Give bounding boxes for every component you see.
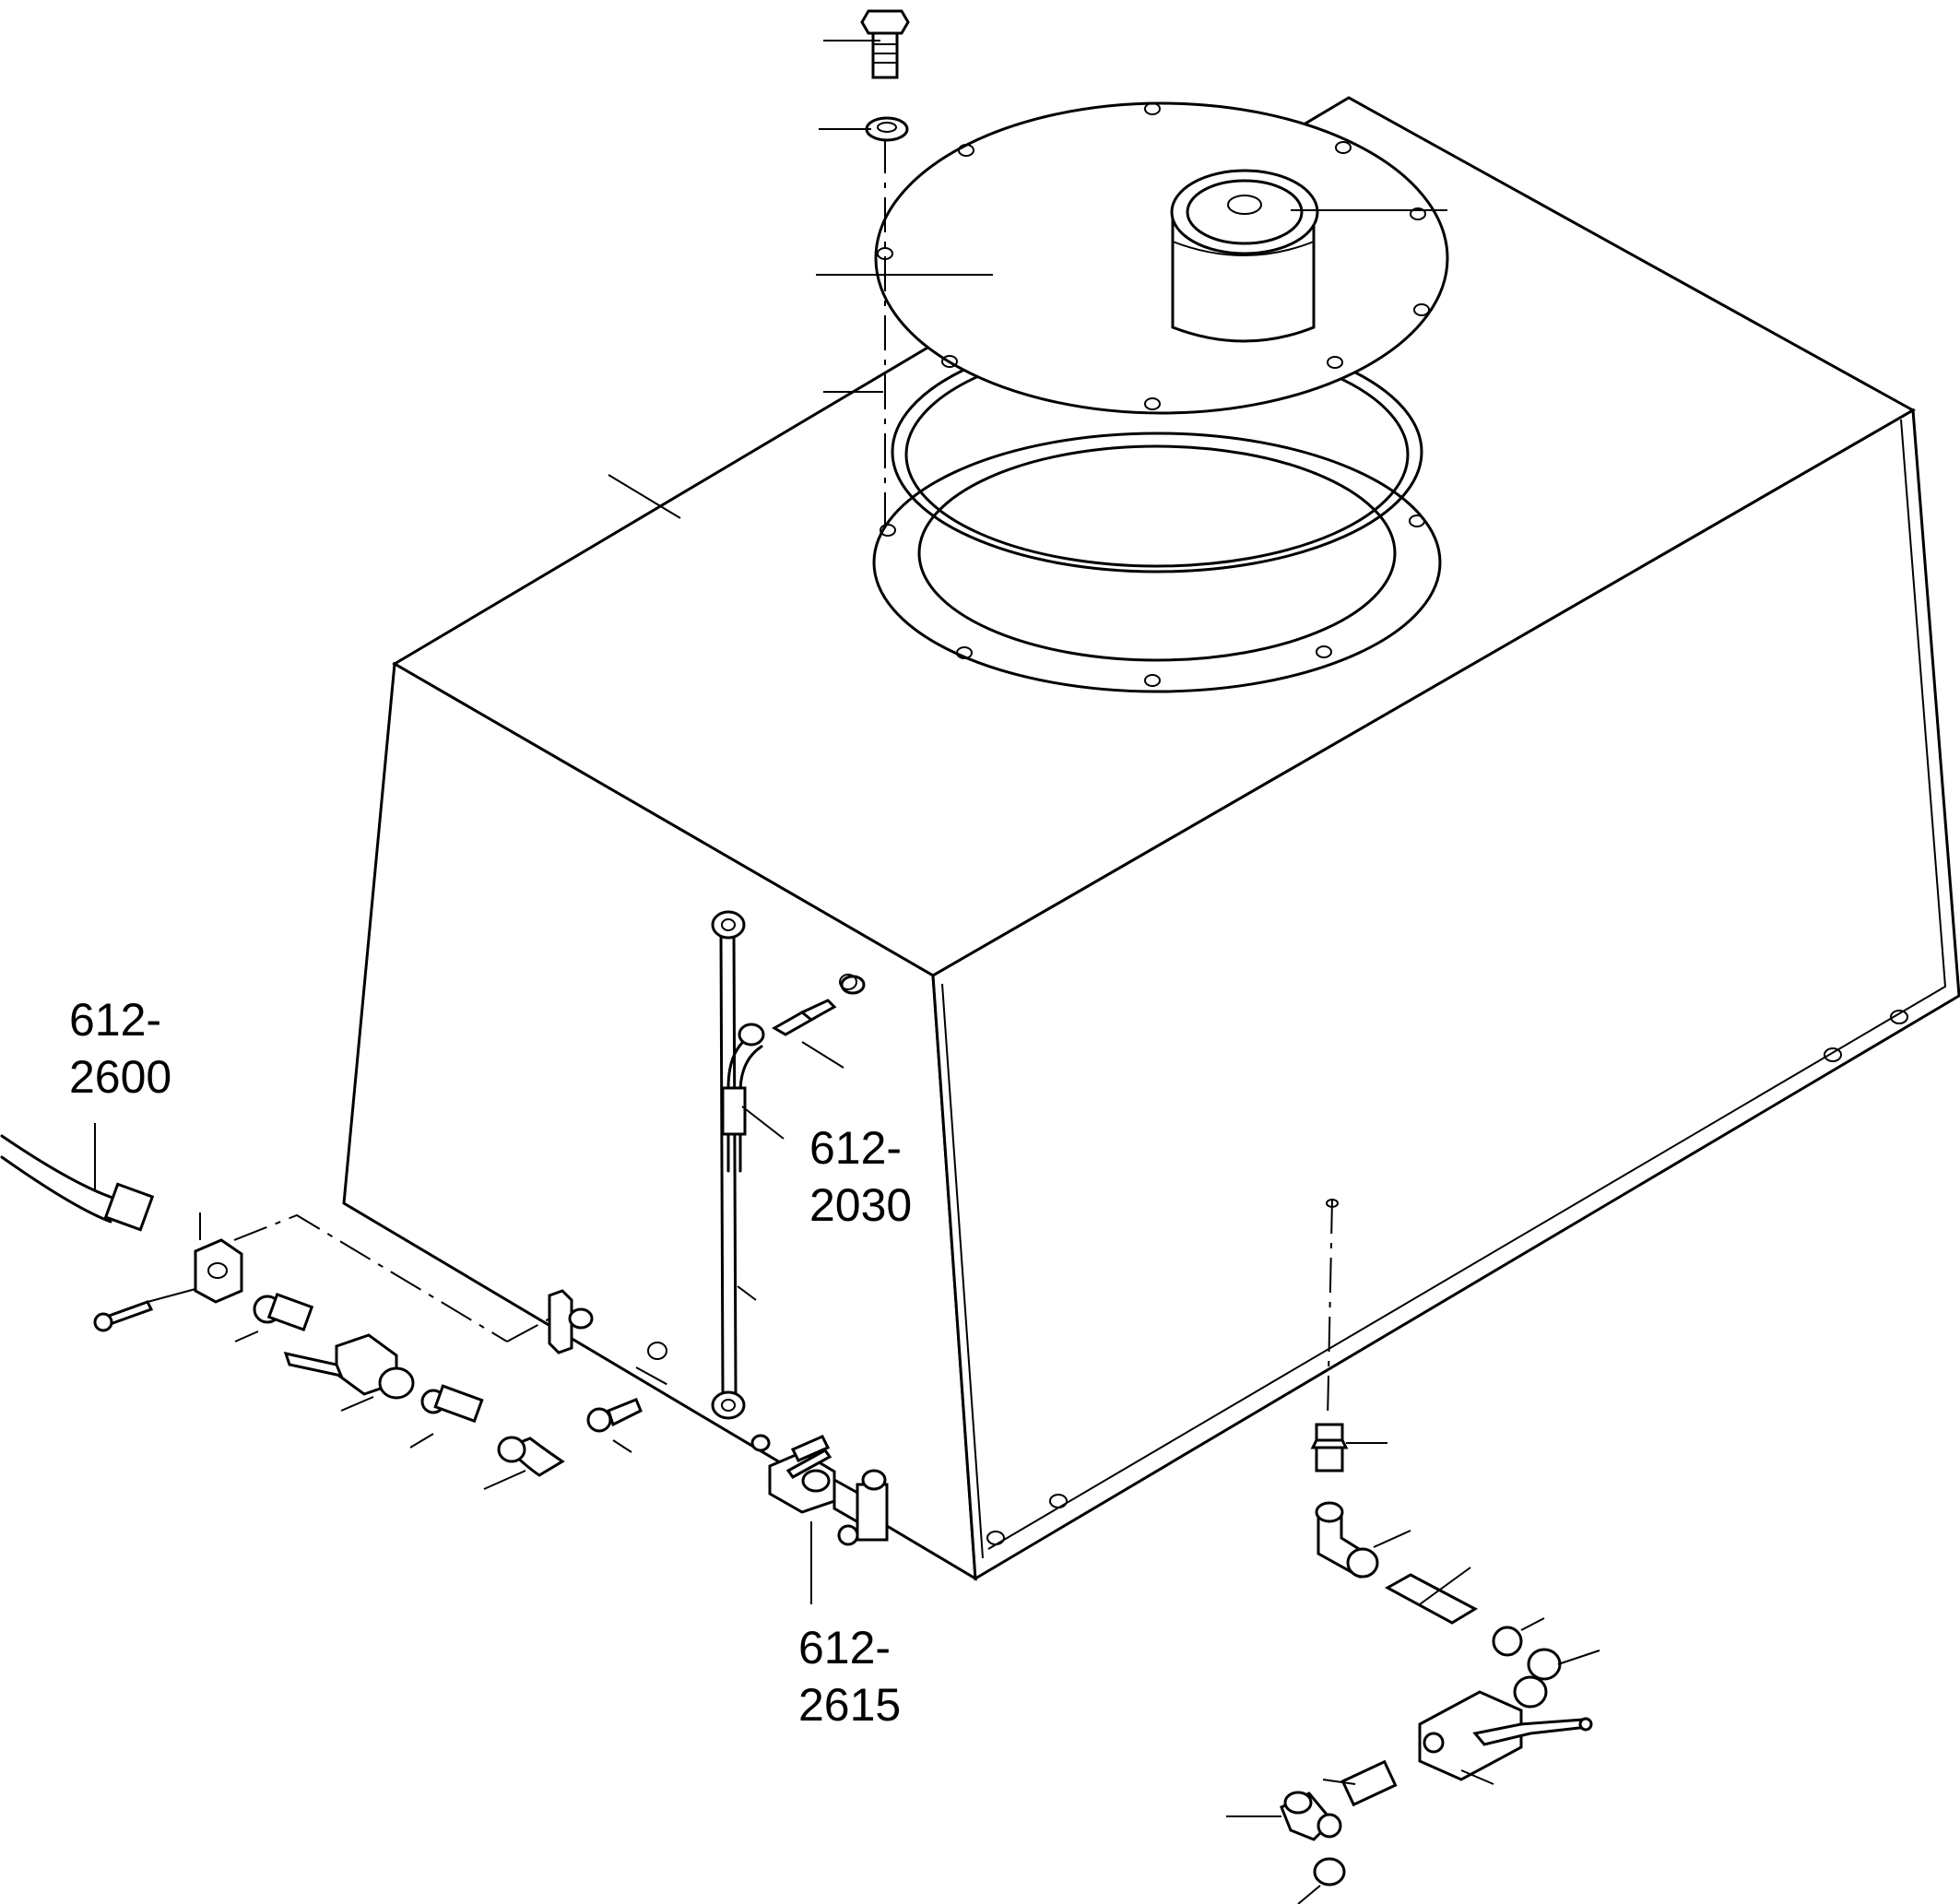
cover-plate — [816, 101, 1449, 415]
bolt-stack — [819, 9, 910, 535]
callout-612-2615-line1: 612- — [798, 1622, 891, 1673]
tank-right-face — [931, 408, 1960, 1581]
right-fitting-train — [1226, 1198, 1600, 1904]
leader-sight-lower — [737, 1285, 757, 1301]
callout-612-2600-line2: 2600 — [69, 1051, 171, 1103]
cover-plate-holes — [877, 102, 1430, 410]
clamp-block — [194, 1238, 243, 1304]
small-washer — [647, 1342, 667, 1360]
flange-holes — [986, 1010, 1908, 1545]
sight-tube-assembly — [711, 910, 866, 1420]
leader-tank — [608, 474, 681, 519]
small-washer — [839, 974, 857, 990]
tank-flange-left — [941, 983, 984, 1559]
tank-flange-right — [987, 419, 1947, 1550]
callout-612-2600-line1: 612- — [69, 994, 161, 1046]
callout-612-2030: 612- 2030 — [809, 1122, 912, 1231]
opening-flange-holes — [880, 514, 1425, 687]
left-fitting-train — [0, 974, 857, 1490]
tank-opening-flange — [872, 432, 1442, 693]
callout-612-2615: 612- 2615 — [798, 1622, 901, 1731]
drain-valve-assembly — [750, 1434, 889, 1604]
leader-sight-fitting — [801, 1041, 844, 1069]
callout-612-2030-line2: 2030 — [809, 1179, 912, 1231]
lock-washer — [865, 116, 909, 142]
hex-bolt-head — [860, 9, 910, 35]
callout-612-2615-line2: 2615 — [798, 1679, 901, 1731]
callout-612-2030-line1: 612- — [809, 1122, 902, 1174]
ball-valve-right — [1418, 1690, 1523, 1781]
callout-leader-2030 — [741, 1106, 785, 1140]
callout-612-2600: 612- 2600 — [69, 994, 171, 1103]
mounting-bracket — [548, 1289, 573, 1354]
